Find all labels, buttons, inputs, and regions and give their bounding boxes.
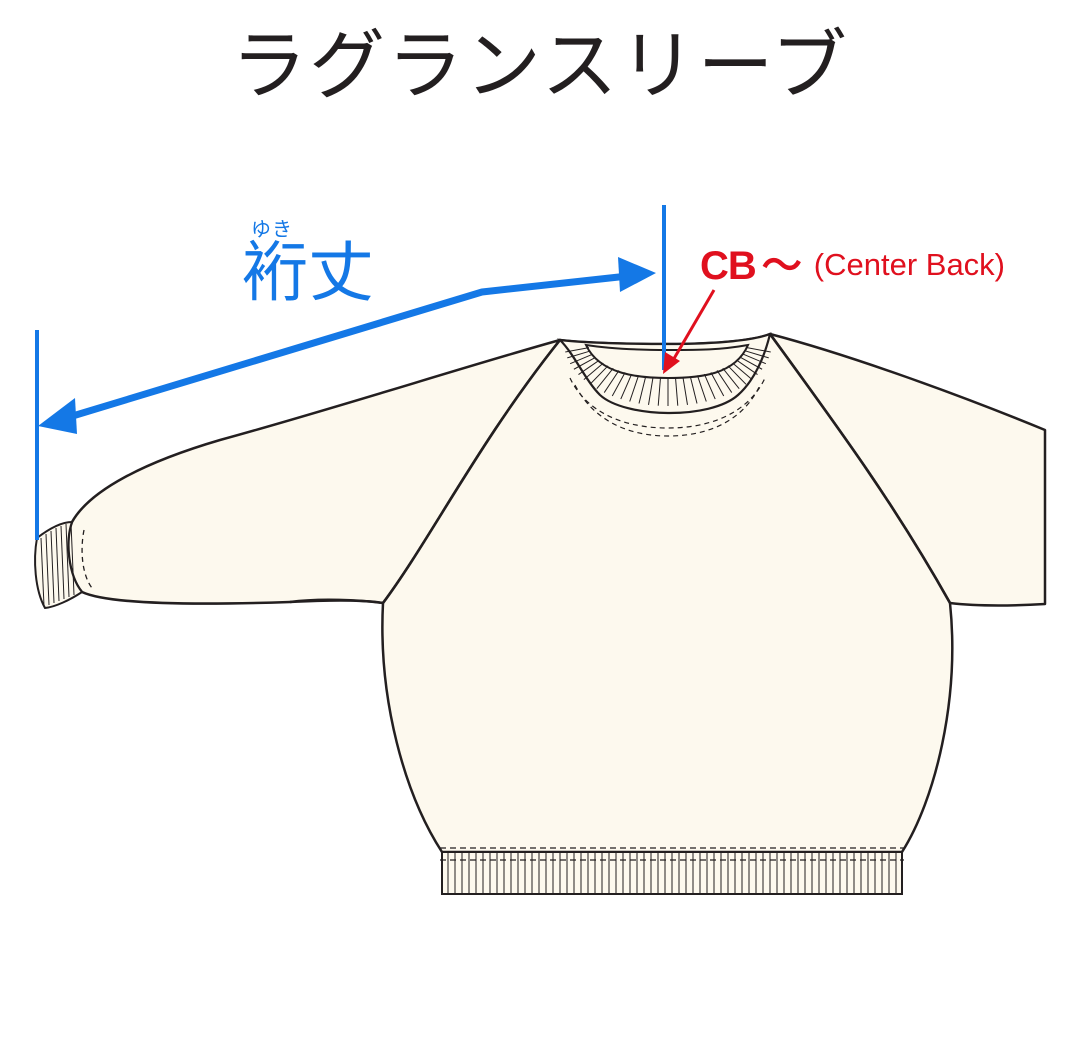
left-cuff	[34, 520, 93, 610]
yuki-measurement	[35, 205, 666, 540]
sweater-garment	[34, 332, 1047, 895]
cb-note: (Center Back)	[813, 247, 1006, 282]
yuki-arrowhead-left	[38, 398, 77, 434]
yuki-furigana: ゆき	[251, 217, 293, 241]
yuki-label: ゆき 裄丈	[242, 217, 392, 320]
page-title: ラグランスリーブ	[231, 21, 849, 110]
hem-rib	[440, 847, 904, 895]
cb-code: CB	[700, 244, 757, 288]
cb-pointer	[663, 289, 716, 374]
yuki-arrow-line	[64, 272, 629, 422]
cb-tilde: 〜	[761, 243, 802, 289]
yuki-kanji: 裄丈	[242, 234, 374, 311]
yuki-arrowhead-right	[618, 257, 656, 292]
center-back-label: CB〜 (Center Back)	[700, 246, 1005, 286]
neck-rib	[556, 332, 772, 437]
